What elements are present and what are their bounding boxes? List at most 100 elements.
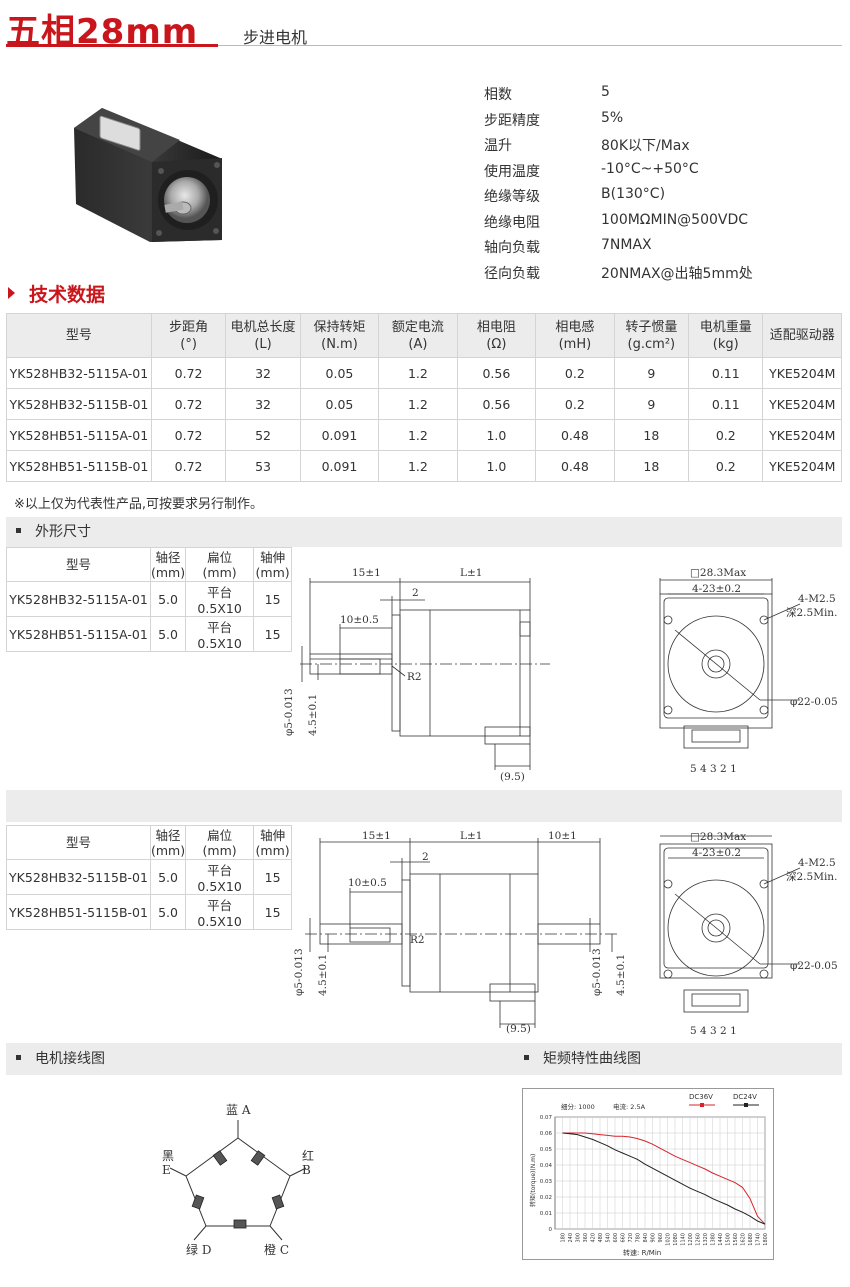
- dim-label: (9.5): [506, 1023, 531, 1035]
- table-cell: 32: [225, 357, 301, 389]
- pin-numbers: 5 4 3 2 1: [690, 763, 737, 775]
- motor-product-image: [74, 108, 222, 242]
- series-line-dc24v: [562, 1132, 766, 1225]
- table-cell: YK528HB51-5115B-01: [6, 894, 151, 930]
- table-cell: YK528HB32-5115B-01: [6, 859, 151, 895]
- bullet-icon: [16, 1055, 21, 1060]
- spec-value: 5%: [601, 109, 624, 126]
- x-tick-label: 1560: [733, 1233, 739, 1246]
- page-subtitle: 步进电机: [243, 28, 308, 47]
- y-tick-label: 0.04: [540, 1163, 553, 1169]
- table-cell: 5.0: [149, 616, 187, 652]
- spec-key: 绝缘电阻: [484, 214, 540, 231]
- dim-label: □28.3Max: [690, 831, 746, 843]
- wire-label-a: 蓝 A: [226, 1103, 251, 1117]
- series-line-dc36v: [562, 1132, 766, 1225]
- column-header: 保持转矩(N.m): [299, 313, 380, 358]
- section-title-text: 技术数据: [29, 284, 106, 306]
- outline-section-band: 外形尺寸: [6, 517, 842, 547]
- column-header: 电机总长度(L): [225, 313, 301, 358]
- header-unit: (mm): [202, 564, 237, 580]
- table-cell: YK528HB32-5115A-01: [6, 581, 151, 617]
- chart-info-current: 电流: 2.5A: [613, 1102, 646, 1111]
- dim-label: R2: [407, 671, 422, 683]
- outline-drawing-b: 15±1 L±1 10±1 2 10±0.5 R2 φ5-0.013 4.5±0…: [293, 830, 838, 1037]
- y-tick-label: 0.05: [540, 1147, 553, 1153]
- header-unit: (mH): [558, 336, 592, 352]
- y-axis-label: 转矩(torque)(N.m): [529, 1154, 537, 1207]
- caret-right-icon: [8, 287, 15, 299]
- table-cell: 0.11: [688, 357, 764, 389]
- header-label: 轴径: [155, 827, 181, 843]
- bullet-icon: [16, 528, 21, 533]
- x-tick-label: 480: [598, 1233, 604, 1243]
- dim-label: φ5-0.013: [283, 688, 295, 736]
- x-tick-label: 600: [613, 1233, 619, 1243]
- legend-label: DC24V: [733, 1093, 757, 1101]
- section-title-tech-data: 技术数据: [8, 280, 105, 307]
- x-tick-label: 1440: [718, 1233, 724, 1246]
- legend-marker: [744, 1103, 748, 1107]
- dim-label: 深2.5Min.: [786, 607, 837, 619]
- table-cell: 平台0.5X10: [185, 859, 255, 895]
- outline-title: 外形尺寸: [35, 524, 91, 540]
- x-tick-label: 660: [621, 1233, 627, 1243]
- x-tick-label: 300: [576, 1233, 582, 1243]
- table-cell: 0.48: [535, 419, 615, 451]
- column-header: 扁位(mm): [185, 825, 255, 860]
- table-cell: 1.2: [378, 450, 458, 482]
- column-header: 转子惯量(g.cm²): [613, 313, 690, 358]
- x-tick-label: 1680: [748, 1233, 754, 1246]
- x-tick-label: 420: [591, 1233, 597, 1243]
- table-cell: 9: [613, 388, 690, 420]
- header-label: 相电感: [555, 319, 595, 335]
- header-unit: (mm): [151, 842, 186, 858]
- header-label: 轴伸: [260, 549, 286, 565]
- dim-label: 2: [412, 587, 419, 599]
- spec-key: 使用温度: [484, 163, 540, 180]
- y-tick-label: 0.01: [540, 1211, 552, 1217]
- divider-band: [6, 790, 842, 822]
- header-label: 轴伸: [260, 827, 286, 843]
- table-cell: 0.091: [299, 450, 380, 482]
- table-cell: 0.2: [688, 450, 764, 482]
- chart-info-subdiv: 细分: 1000: [561, 1102, 595, 1111]
- header-unit: (mm): [255, 564, 290, 580]
- column-header: 电机重量(kg): [688, 313, 764, 358]
- table-cell: 15: [253, 894, 293, 930]
- header-label: 保持转矩: [313, 319, 366, 335]
- dim-label: (9.5): [500, 771, 525, 783]
- table-cell: 32: [225, 388, 301, 420]
- table-cell: 0.2: [535, 388, 615, 420]
- y-tick-label: 0: [549, 1227, 553, 1233]
- x-tick-label: 780: [636, 1233, 642, 1243]
- x-axis-label: 转速: R/Min: [623, 1248, 661, 1257]
- table-cell: 1.2: [378, 419, 458, 451]
- x-tick-label: 1200: [688, 1233, 694, 1246]
- table-cell: YK528HB51-5115B-01: [6, 450, 152, 482]
- column-header: 轴径(mm): [149, 825, 187, 860]
- x-tick-label: 1320: [703, 1233, 709, 1246]
- header-label: 扁位: [207, 549, 233, 565]
- dim-label: 4-23±0.2: [692, 583, 741, 595]
- spec-value: 100MΩMIN@500VDC: [601, 211, 749, 228]
- column-header: 轴伸(mm): [253, 825, 293, 860]
- header-unit: (Ω): [486, 336, 507, 352]
- spec-row: 使用温度-10°C~+50°C: [484, 161, 801, 187]
- x-tick-label: 540: [606, 1233, 612, 1243]
- header-label: 适配驱动器: [769, 328, 835, 343]
- dim-label: 4-23±0.2: [692, 847, 741, 859]
- dim-label: φ5-0.013: [591, 948, 603, 996]
- x-tick-label: 1800: [763, 1233, 769, 1246]
- outline-drawing-a: 15±1 L±1 2 10±0.5 R2 φ5-0.013 4.5±0.1 (9…: [283, 567, 838, 783]
- x-tick-label: 720: [628, 1233, 634, 1243]
- table-cell: 0.56: [456, 357, 537, 389]
- header-label: 电机总长度: [230, 319, 296, 335]
